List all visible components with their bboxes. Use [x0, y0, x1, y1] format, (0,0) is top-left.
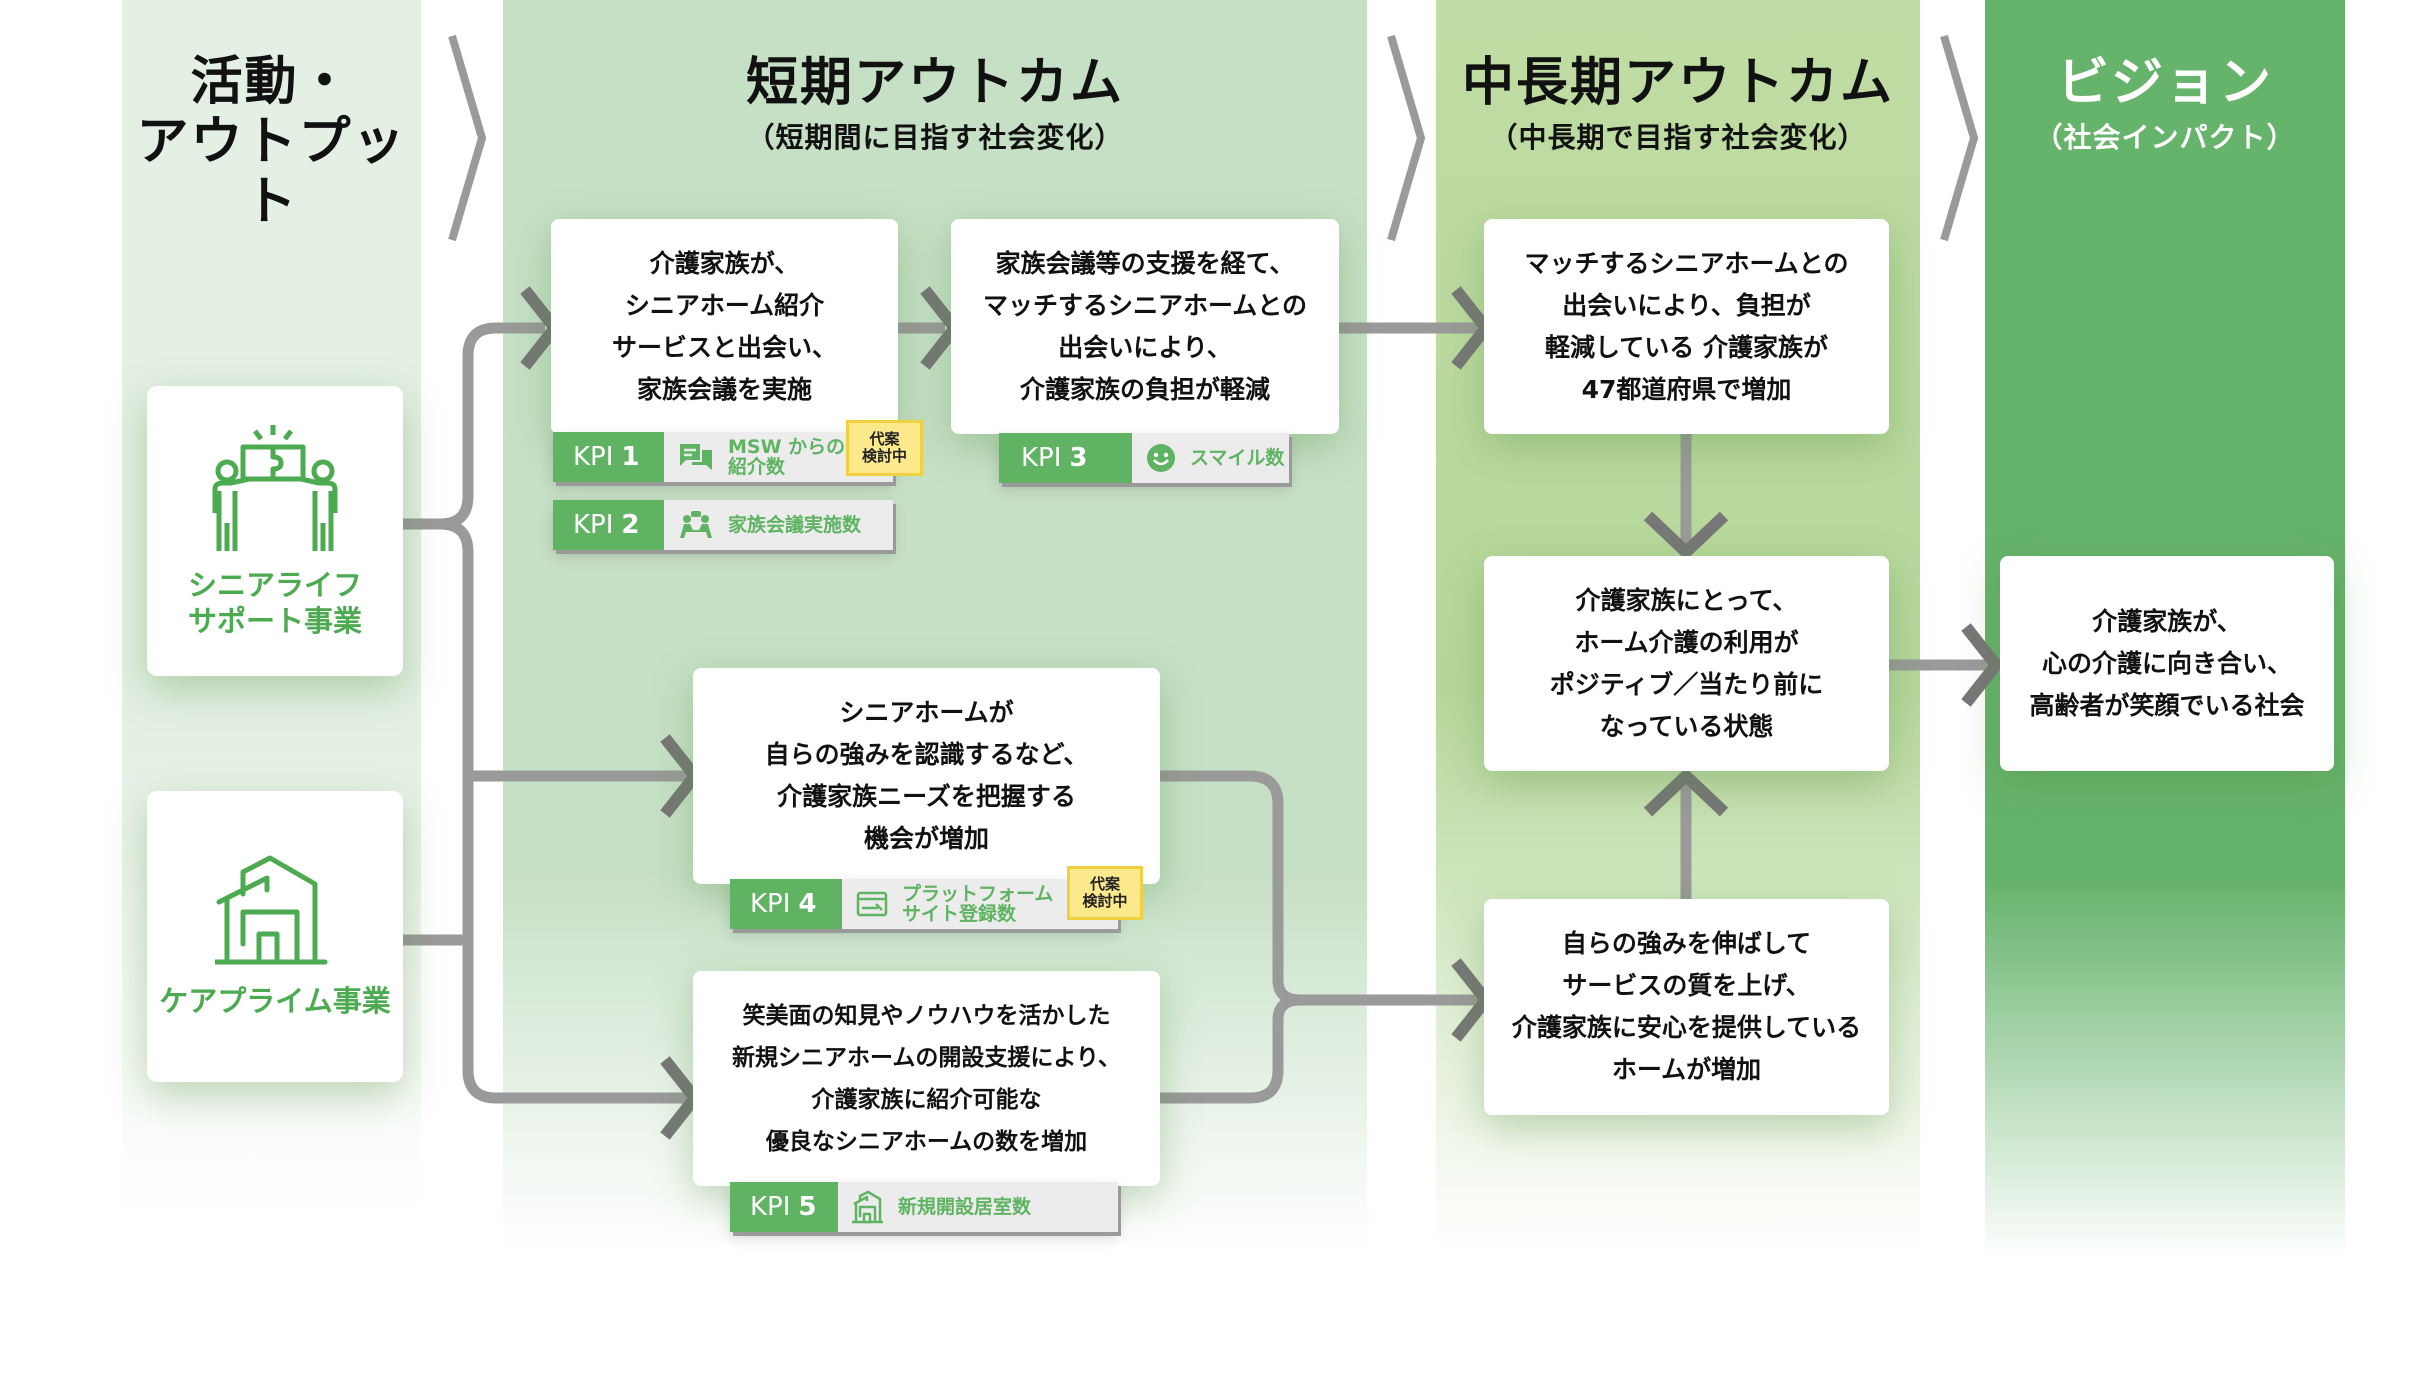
chevron-right-icon — [1940, 34, 1979, 242]
meeting-icon — [680, 511, 712, 538]
column-header: 短期アウトカム （短期間に目指す社会変化） — [503, 52, 1367, 158]
kpi-number: 2 — [621, 510, 640, 540]
column-header: ビジョン （社会インパクト） — [1985, 52, 2345, 158]
chat-icon — [680, 444, 712, 470]
short-outcome-card: 家族会議等の支援を経て、 マッチするシニアホームとの 出会いにより、 介護家族の… — [951, 219, 1339, 434]
kpi-prefix: KPI — [573, 510, 614, 540]
people-puzzle-icon — [212, 425, 338, 551]
column-title: 短期アウトカム — [745, 53, 1124, 113]
column-subtitle: （短期間に目指す社会変化） — [746, 121, 1124, 154]
kpi-number: 4 — [798, 889, 817, 919]
chevron-right-icon — [1387, 34, 1426, 242]
outcome-text: 笑美面の知見やノウハウを活かした 新規シニアホームの開設支援により、 介護家族に… — [732, 1002, 1121, 1155]
column-header: 活動・ アウトプット — [122, 52, 421, 232]
chevron-right-icon — [448, 34, 487, 242]
outcome-text: 介護家族にとって、 ホーム介護の利用が ポジティブ／当たり前に なっている状態 — [1549, 585, 1824, 741]
kpi-number: 1 — [621, 442, 640, 472]
house-icon — [215, 855, 328, 965]
mid-outcome-card: マッチするシニアホームとの 出会いにより、負担が 軽減している 介護家族が 47… — [1484, 219, 1889, 434]
kpi-number: 5 — [798, 1192, 817, 1222]
house-icon — [852, 1190, 883, 1224]
column-subtitle: （中長期で目指す社会変化） — [1489, 121, 1867, 154]
outcome-text: シニアホームが 自らの強みを認識するなど、 介護家族ニーズを把握する 機会が増加 — [764, 698, 1089, 853]
business-label: シニアライフ サポート事業 — [187, 568, 362, 638]
column-subtitle: （社会インパクト） — [2034, 121, 2296, 154]
kpi-label: MSW からの 紹介数 — [728, 436, 846, 478]
kpi-label: 家族会議実施数 — [728, 514, 862, 536]
kpi-prefix: KPI — [573, 442, 614, 472]
business-card-care-prime: ケアプライム事業 — [147, 791, 403, 1082]
column-title: 中長期アウトカム — [1461, 53, 1894, 113]
kpi-body: スマイル数 — [1132, 433, 1289, 483]
business-label: ケアプライム事業 — [159, 984, 391, 1018]
outcome-text: 家族会議等の支援を経て、 マッチするシニアホームとの 出会いにより、 介護家族の… — [982, 248, 1307, 404]
short-outcome-card: シニアホームが 自らの強みを認識するなど、 介護家族ニーズを把握する 機会が増加 — [693, 668, 1160, 884]
business-card-senior-life-support: シニアライフ サポート事業 — [147, 386, 403, 676]
kpi-label: 新規開設居室数 — [898, 1196, 1032, 1218]
kpi-number: 3 — [1069, 443, 1088, 473]
outcome-text: マッチするシニアホームとの 出会いにより、負担が 軽減している 介護家族が 47… — [1524, 248, 1849, 404]
pending-review-badge: 代案 検討中 — [846, 420, 923, 476]
kpi-prefix: KPI — [750, 1192, 791, 1222]
mid-outcome-card: 自らの強みを伸ばして サービスの質を上げ、 介護家族に安心を提供している ホーム… — [1484, 899, 1889, 1115]
vision-text: 介護家族が、 心の介護に向き合い、 高齢者が笑顔でいる社会 — [2029, 606, 2305, 720]
column-title: ビジョン — [2056, 53, 2273, 113]
vision-card: 介護家族が、 心の介護に向き合い、 高齢者が笑顔でいる社会 — [2000, 556, 2334, 771]
column-header: 中長期アウトカム （中長期で目指す社会変化） — [1436, 52, 1920, 158]
outcome-text: 介護家族が、 シニアホーム紹介 サービスと出会い、 家族会議を実施 — [611, 248, 837, 404]
kpi-body: 家族会議実施数 — [664, 500, 893, 550]
column-title: 活動・ アウトプット — [136, 52, 407, 232]
smile-icon — [1147, 444, 1175, 472]
kpi-label: プラットフォーム サイト登録数 — [902, 883, 1054, 925]
pending-review-badge: 代案 検討中 — [1067, 866, 1143, 920]
short-outcome-card: 介護家族が、 シニアホーム紹介 サービスと出会い、 家族会議を実施 — [551, 219, 898, 434]
outcome-text: 自らの強みを伸ばして サービスの質を上げ、 介護家族に安心を提供している ホーム… — [1511, 929, 1862, 1084]
browser-icon — [856, 891, 888, 917]
kpi-body: 新規開設居室数 — [838, 1182, 1118, 1232]
kpi-prefix: KPI — [1021, 443, 1062, 473]
short-outcome-card: 笑美面の知見やノウハウを活かした 新規シニアホームの開設支援により、 介護家族に… — [693, 971, 1160, 1186]
kpi-prefix: KPI — [750, 889, 791, 919]
mid-outcome-card: 介護家族にとって、 ホーム介護の利用が ポジティブ／当たり前に なっている状態 — [1484, 556, 1889, 771]
kpi-label: スマイル数 — [1190, 447, 1285, 469]
